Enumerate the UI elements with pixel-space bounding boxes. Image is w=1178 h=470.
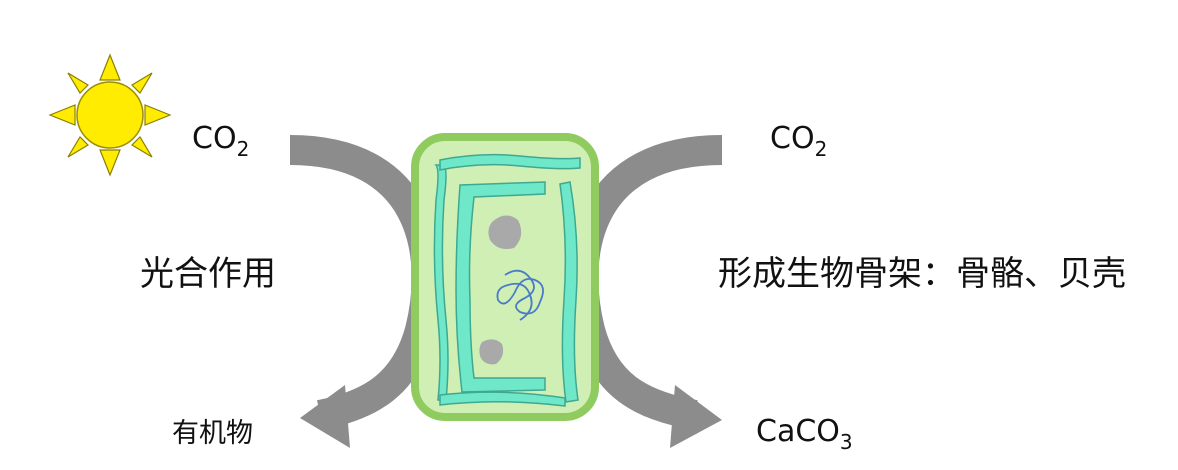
left-co2-label: CO2 (192, 121, 250, 161)
algae-cell-icon (411, 133, 599, 421)
sun-icon (48, 53, 172, 177)
right-co2-label: CO2 (770, 121, 828, 161)
right-output-label: CaCO3 (756, 414, 853, 454)
left-output-label: 有机物 (172, 418, 253, 449)
right-curved-arrow-icon (568, 135, 723, 448)
right-process-label: 形成生物骨架：骨骼、贝壳 (718, 254, 1126, 294)
left-process-label: 光合作用 (140, 254, 276, 294)
left-curved-arrow-icon (289, 135, 442, 448)
